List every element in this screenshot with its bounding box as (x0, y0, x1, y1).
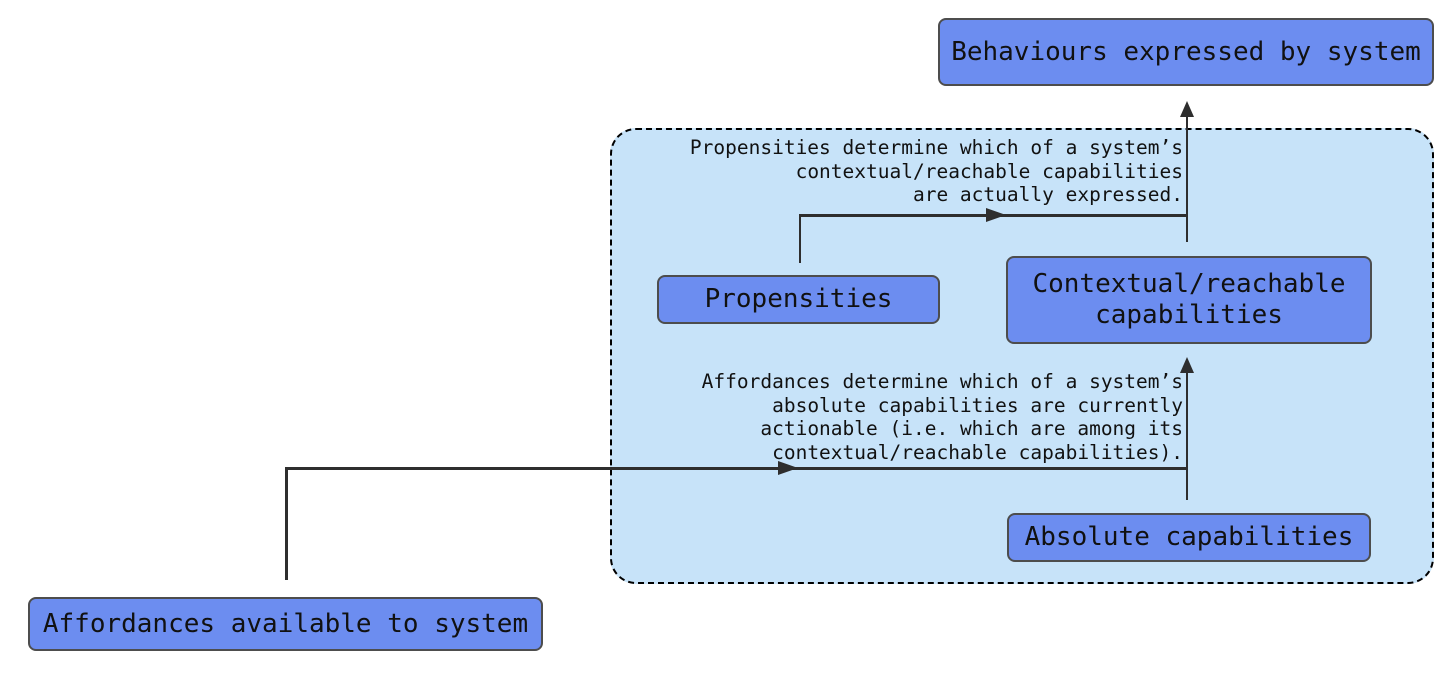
arrowhead-right-icon (986, 208, 1006, 223)
node-contextual-reachable-capabilities-label: Contextual/reachable capabilities (1032, 269, 1346, 330)
arrow-affordances-horizontal-shaft (285, 467, 1188, 470)
arrow-absolute-to-contextual-shaft (1185, 371, 1188, 500)
node-affordances: Affordances available to system (28, 597, 543, 651)
node-affordances-label: Affordances available to system (42, 608, 529, 639)
arrow-contextual-to-behaviours-shaft (1185, 115, 1188, 242)
node-behaviours-label: Behaviours expressed by system (951, 36, 1421, 67)
capabilities-container (610, 128, 1434, 584)
affordances-note: Affordances determine which of a system’… (701, 370, 1183, 464)
arrowhead-right-icon (778, 461, 798, 476)
arrow-propensities-vertical-shaft (798, 214, 802, 263)
node-absolute-capabilities-label: Absolute capabilities (1024, 522, 1354, 553)
node-propensities: Propensities (657, 275, 940, 324)
propensities-note: Propensities determine which of a system… (689, 136, 1183, 206)
arrowhead-up-icon (1179, 357, 1194, 373)
node-propensities-label: Propensities (704, 284, 893, 315)
node-behaviours: Behaviours expressed by system (938, 18, 1434, 86)
node-absolute-capabilities: Absolute capabilities (1007, 513, 1371, 562)
arrow-affordances-vertical-shaft (285, 467, 288, 580)
node-contextual-reachable-capabilities: Contextual/reachable capabilities (1006, 256, 1372, 344)
arrowhead-up-icon (1179, 101, 1194, 117)
